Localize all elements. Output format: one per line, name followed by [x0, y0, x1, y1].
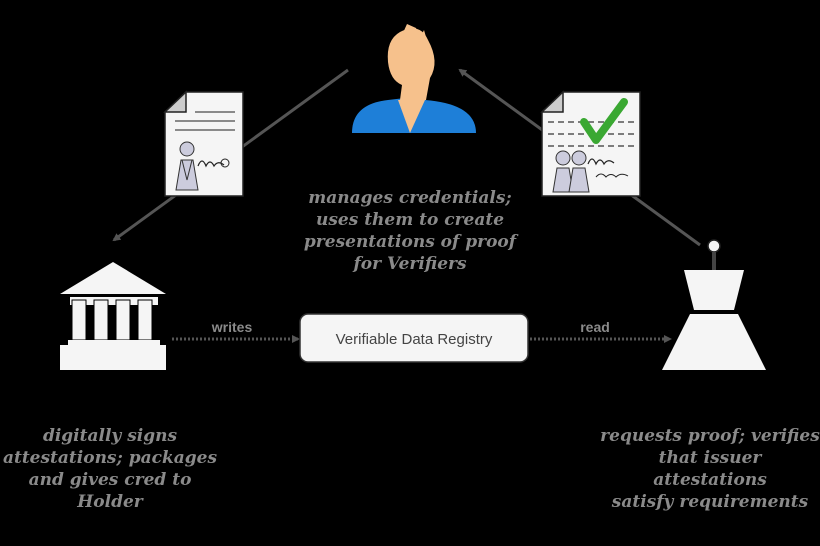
- person-icon: [352, 24, 476, 133]
- holder-caption: manages credentials; uses them to create…: [303, 188, 517, 274]
- scale-icon: [662, 239, 766, 370]
- read-label: read: [580, 319, 610, 335]
- issuer-caption: digitally signs attestations; packages a…: [2, 426, 218, 512]
- writes-label: writes: [211, 319, 253, 335]
- verifier-caption: requests proof; verifies that issuer att…: [600, 426, 820, 512]
- signed-document-icon: [163, 90, 244, 197]
- registry-label: Verifiable Data Registry: [336, 331, 493, 348]
- bank-building-icon: [60, 262, 166, 370]
- verifiable-data-registry: Verifiable Data Registry: [299, 313, 529, 363]
- verified-document-icon: [540, 90, 641, 197]
